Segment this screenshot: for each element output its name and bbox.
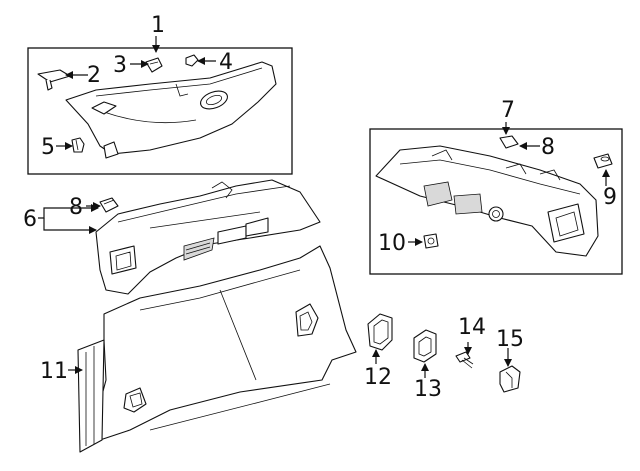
- callout-5: 5: [41, 135, 55, 160]
- part-14-screw: [455, 351, 474, 369]
- group-box-7: [369, 128, 623, 275]
- callout-11: 11: [40, 359, 68, 384]
- lower-quarter-trim-panel: [77, 245, 357, 453]
- leader-lines: [38, 36, 610, 378]
- part-10-socket: [423, 233, 439, 249]
- part-12-bezel: [367, 313, 393, 351]
- quarter-trim-upper: [95, 179, 321, 295]
- callout-9: 9: [603, 185, 617, 210]
- callout-10: 10: [378, 231, 406, 256]
- callout-8-left: 8: [69, 195, 83, 220]
- callout-15: 15: [496, 327, 524, 352]
- callout-4: 4: [219, 50, 233, 75]
- part-9-bulb: [593, 153, 613, 169]
- part-4-push-pin: [185, 54, 199, 67]
- callout-2: 2: [87, 63, 101, 88]
- callout-13: 13: [414, 377, 442, 402]
- callout-3: 3: [113, 53, 127, 78]
- callout-12: 12: [364, 365, 392, 390]
- callout-7: 7: [501, 98, 515, 123]
- part-7-panel: [375, 145, 599, 257]
- part-8-clip-right: [499, 135, 519, 149]
- group-box-1: [27, 47, 293, 175]
- callout-14: 14: [458, 315, 486, 340]
- part-2-clip: [37, 69, 71, 91]
- callout-6: 6: [23, 207, 37, 232]
- part-5-retainer: [71, 137, 85, 153]
- upper-trim-panel: [65, 61, 277, 159]
- part-15-clip: [499, 365, 521, 393]
- callout-1: 1: [151, 13, 165, 38]
- callout-8-right: 8: [541, 135, 555, 160]
- part-8-clip-left: [99, 197, 119, 213]
- part-13-bezel: [413, 329, 437, 363]
- part-3-fastener: [145, 57, 163, 73]
